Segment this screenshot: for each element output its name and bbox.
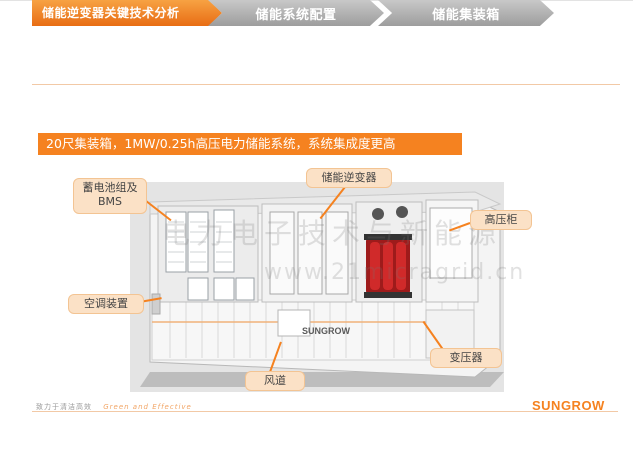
nav-step-label: 储能逆变器关键技术分析	[42, 5, 180, 20]
footer-divider	[32, 411, 618, 412]
callout-battery-bms: 蓄电池组及BMS	[73, 178, 147, 214]
header-divider	[32, 84, 620, 85]
hv-cabinet-unit	[429, 207, 473, 279]
company-logo: SUNGROW	[532, 398, 605, 413]
slide-subtitle: 20尺集装箱，1MW/0.25h高压电力储能系统，系统集成度更高	[38, 133, 462, 155]
slogan-en: Green and Effective	[103, 403, 192, 411]
cooling-fans	[372, 206, 408, 220]
container-floor	[140, 372, 504, 387]
watermark-url: www.21micragrid.cn	[264, 260, 526, 285]
transformer-unit	[364, 234, 412, 298]
nav-step-container[interactable]: 储能集装箱	[378, 0, 554, 26]
ac-unit	[151, 293, 161, 315]
nav-step-inverter-tech[interactable]: 储能逆变器关键技术分析	[32, 0, 222, 26]
callout-air-duct: 风道	[245, 371, 305, 391]
callout-transformer: 变压器	[430, 348, 502, 368]
watermark-text: 电力电子技术与新能源	[162, 217, 503, 250]
container-diagram: SUNGROW	[130, 182, 504, 392]
battery-rack-lines	[168, 221, 232, 263]
callout-hv-cabinet: 高压柜	[470, 210, 532, 230]
nav-step-label: 储能集装箱	[432, 7, 500, 23]
slogan-cn: 致力于清洁高效	[36, 403, 92, 411]
air-duct	[277, 309, 311, 337]
footer-slogan: 致力于清洁高效 Green and Effective	[36, 402, 192, 412]
container-brand-label: SUNGROW	[302, 326, 350, 336]
callout-inverter: 储能逆变器	[306, 168, 392, 188]
nav-step-system-config[interactable]: 储能系统配置	[208, 0, 384, 26]
callout-air-conditioner: 空调装置	[68, 294, 144, 314]
nav-step-label: 储能系统配置	[255, 7, 337, 23]
container-front-wall	[151, 299, 475, 361]
container-illustration	[140, 191, 504, 387]
inverter-cabinets	[269, 211, 349, 295]
